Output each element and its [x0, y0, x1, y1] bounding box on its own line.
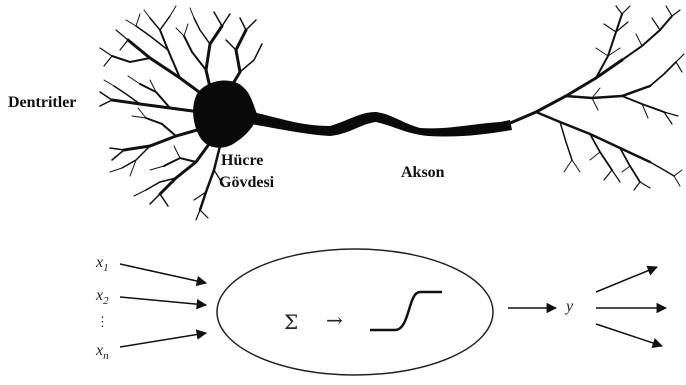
input-xn-label: xn	[96, 342, 109, 365]
sum-symbol: Σ	[284, 311, 298, 333]
input-arrow-2	[120, 297, 206, 305]
artificial-neuron-model	[120, 249, 666, 375]
input-x2-label: x2	[96, 287, 109, 310]
axon-label: Akson	[401, 164, 445, 182]
axon-shape	[250, 112, 512, 137]
cell-body-shape	[193, 81, 258, 148]
axon-terminals-drawing	[508, 6, 684, 190]
input-ellipsis: ⋮	[96, 320, 104, 325]
fanout-arrow-bottom	[596, 324, 662, 346]
biological-neuron	[100, 6, 684, 220]
cell-body-label-line2: Gövdesi	[219, 174, 274, 192]
output-y-label: y	[566, 298, 573, 316]
input-x1-label: x1	[96, 254, 109, 277]
neuron-ellipse	[217, 249, 493, 375]
inner-arrow-symbol: →	[326, 309, 343, 331]
dendrites-label: Dentritler	[8, 94, 76, 112]
sigmoid-curve	[370, 292, 442, 330]
cell-body-label-line1: Hücre	[221, 152, 263, 170]
input-arrow-n	[120, 333, 206, 347]
input-arrow-1	[120, 264, 206, 283]
fanout-arrow-top	[596, 267, 657, 292]
